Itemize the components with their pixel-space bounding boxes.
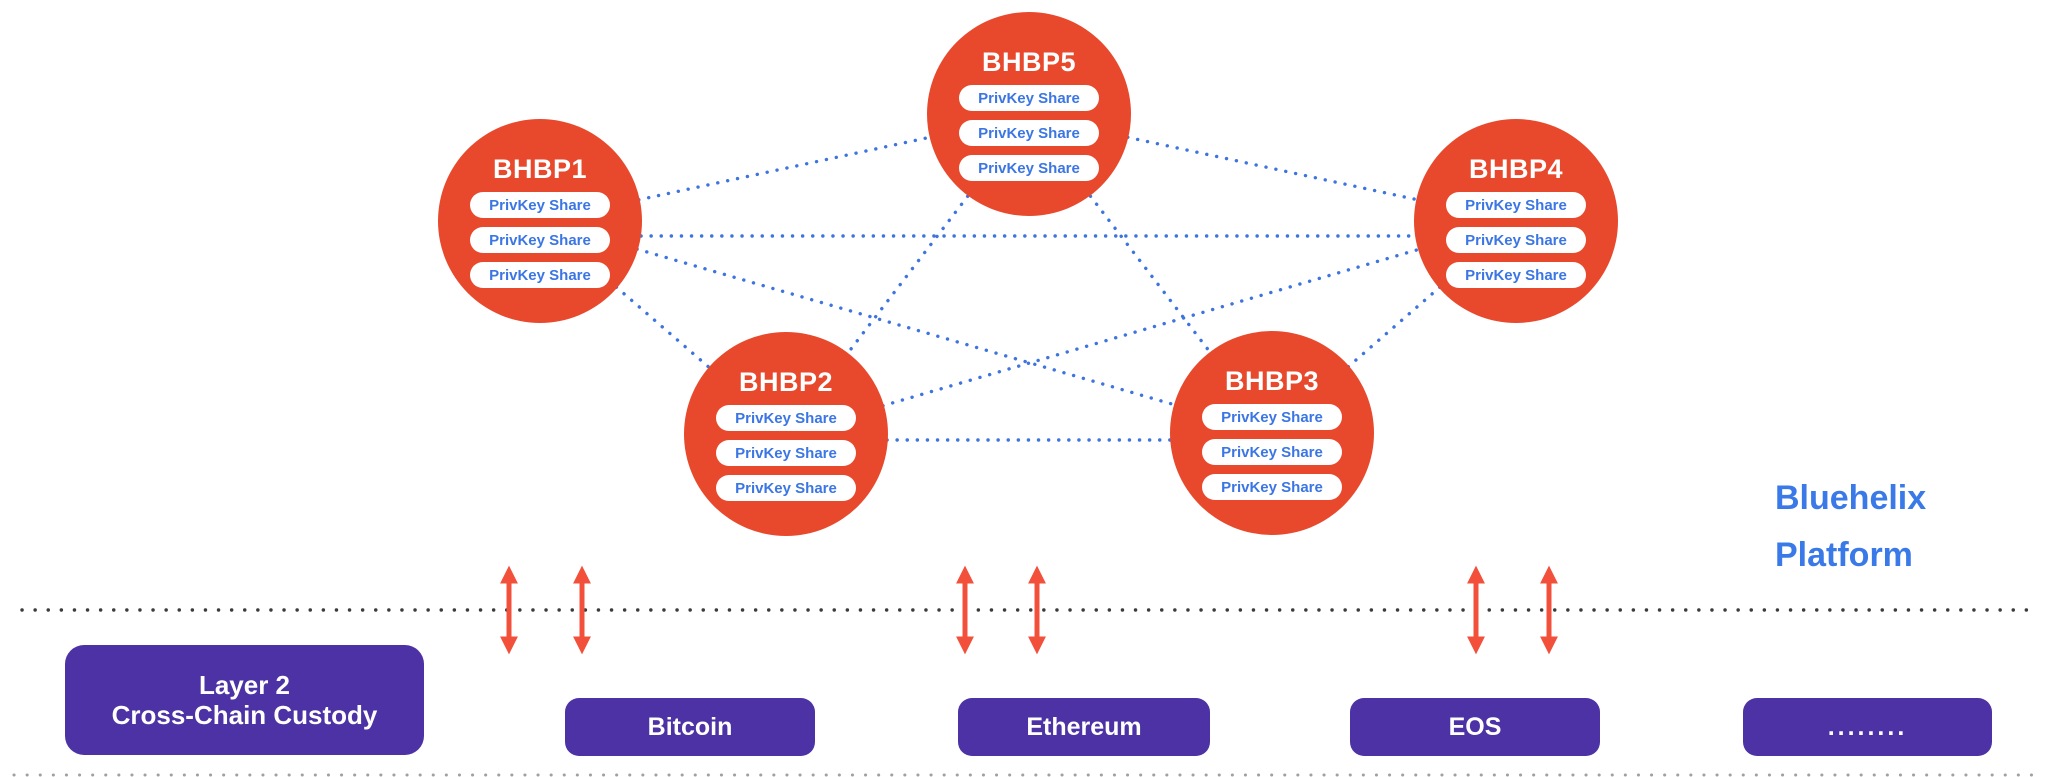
connection-bhbp2-bhbp4 — [784, 219, 1518, 436]
node-bhbp1-title: BHBP1 — [492, 154, 588, 184]
node-bhbp2: BHBP2 PrivKey Share PrivKey Share PrivKe… — [684, 332, 888, 536]
node-bhbp1: BHBP1 PrivKey Share PrivKey Share PrivKe… — [438, 119, 642, 323]
connection-bhbp3-bhbp4 — [1270, 219, 1518, 435]
privkey-share-pill: PrivKey Share — [1202, 474, 1342, 500]
node-bhbp5-title: BHBP5 — [981, 47, 1077, 77]
chain-box-more: ........ — [1743, 698, 1992, 756]
privkey-share-pill: PrivKey Share — [1446, 262, 1586, 288]
layer2-custody-box: Layer 2 Cross-Chain Custody — [65, 645, 424, 755]
connection-bhbp1-bhbp3 — [538, 219, 1274, 435]
platform-label: Bluehelix Platform — [1775, 470, 1926, 584]
privkey-share-pill: PrivKey Share — [716, 405, 856, 431]
privkey-share-pill: PrivKey Share — [716, 475, 856, 501]
privkey-share-pill: PrivKey Share — [1446, 227, 1586, 253]
privkey-share-list: PrivKey Share PrivKey Share PrivKey Shar… — [959, 85, 1099, 181]
node-bhbp3-title: BHBP3 — [1224, 366, 1320, 396]
privkey-share-list: PrivKey Share PrivKey Share PrivKey Shar… — [1446, 192, 1586, 288]
privkey-share-pill: PrivKey Share — [1202, 439, 1342, 465]
node-bhbp2-title: BHBP2 — [738, 367, 834, 397]
privkey-share-pill: PrivKey Share — [470, 192, 610, 218]
chain-box-eos: EOS — [1350, 698, 1600, 756]
custody-label-line2: Cross-Chain Custody — [111, 700, 378, 730]
privkey-share-list: PrivKey Share PrivKey Share PrivKey Shar… — [1202, 404, 1342, 500]
node-bhbp3: BHBP3 PrivKey Share PrivKey Share PrivKe… — [1170, 331, 1374, 535]
privkey-share-list: PrivKey Share PrivKey Share PrivKey Shar… — [470, 192, 610, 288]
privkey-share-pill: PrivKey Share — [470, 227, 610, 253]
node-bhbp5: BHBP5 PrivKey Share PrivKey Share PrivKe… — [927, 12, 1131, 216]
privkey-share-pill: PrivKey Share — [959, 85, 1099, 111]
privkey-share-pill: PrivKey Share — [959, 120, 1099, 146]
privkey-share-pill: PrivKey Share — [1202, 404, 1342, 430]
node-bhbp4-title: BHBP4 — [1468, 154, 1564, 184]
privkey-share-pill: PrivKey Share — [1446, 192, 1586, 218]
node-bhbp4: BHBP4 PrivKey Share PrivKey Share PrivKe… — [1414, 119, 1618, 323]
platform-label-line2: Platform — [1775, 536, 1913, 574]
privkey-share-list: PrivKey Share PrivKey Share PrivKey Shar… — [716, 405, 856, 501]
cross-boundary-arrows — [500, 565, 1558, 655]
chain-box-bitcoin: Bitcoin — [565, 698, 815, 756]
privkey-share-pill: PrivKey Share — [959, 155, 1099, 181]
privkey-share-pill: PrivKey Share — [470, 262, 610, 288]
chain-box-ethereum: Ethereum — [958, 698, 1210, 756]
platform-label-line1: Bluehelix — [1775, 479, 1927, 517]
privkey-share-pill: PrivKey Share — [716, 440, 856, 466]
custody-label-line1: Layer 2 — [198, 670, 291, 700]
